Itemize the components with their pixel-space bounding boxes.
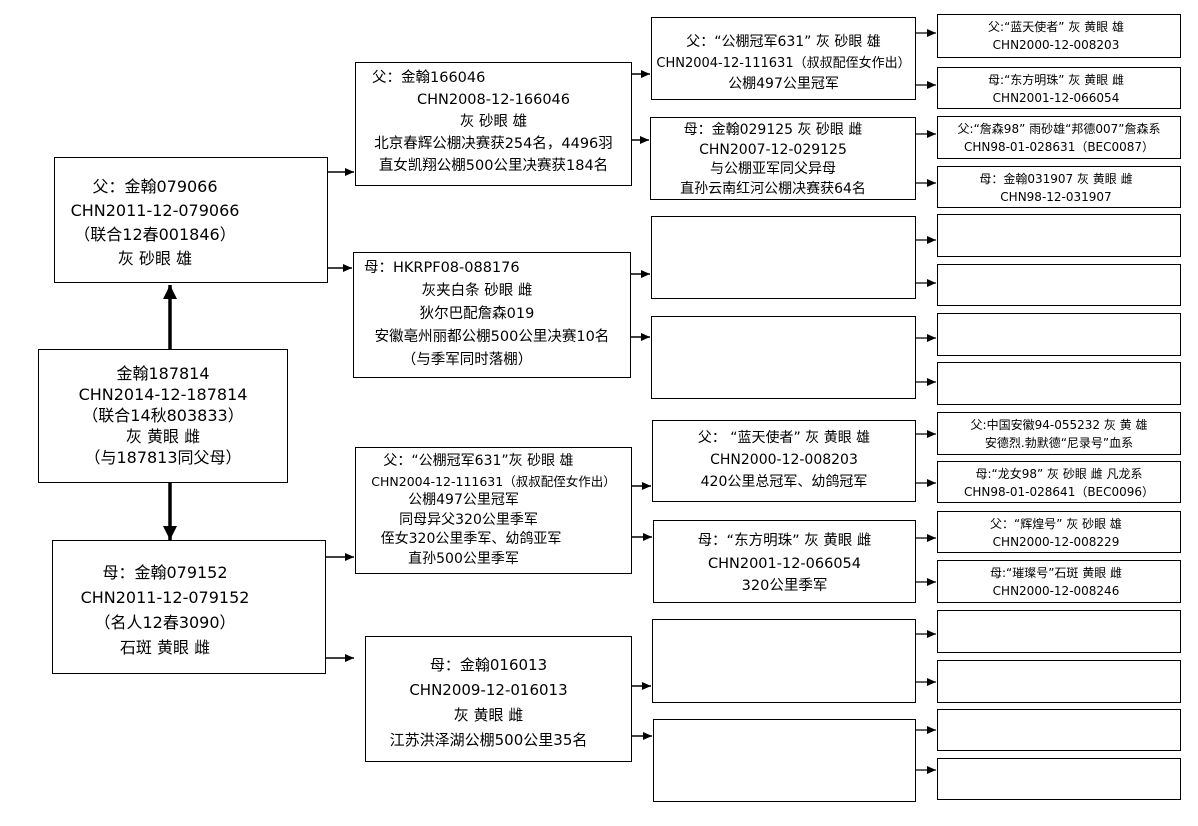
grandparent-line: 父：金翰166046: [372, 70, 486, 86]
great-grandparent-box: 父： “蓝天使者” 灰 黄眼 雄 CHN2000-12-008203 420公里…: [652, 420, 916, 502]
grandparent-line: 江苏洪泽湖公棚500公里35名: [389, 731, 588, 749]
ggp-line: CHN2000-12-008246: [992, 583, 1120, 598]
ggp-line: 父:“蓝天使者” 灰 黄眼 雄: [988, 20, 1124, 34]
ggp-line: CHN2000-12-008229: [992, 534, 1120, 549]
great-great-grandparent-box-empty: [937, 214, 1181, 257]
great-grandparent-box-empty: [653, 719, 916, 802]
grandparent-line: CHN2004-12-111631（叔叔配侄女作出）: [371, 473, 616, 489]
great-great-grandparent-box-empty: [937, 660, 1181, 703]
grandparent-line: 北京春辉公棚决赛获254名，4496羽: [374, 136, 613, 152]
grandparent-box-sire-sire: 父：金翰166046 CHN2008-12-166046 灰 砂眼 雄 北京春辉…: [355, 62, 632, 186]
dam-box: 母：金翰079152 CHN2011-12-079152 （名人12春3090）…: [52, 540, 326, 674]
ggp-line: 父：“辉煌号” 灰 砂眼 雄: [990, 517, 1122, 531]
great-great-grandparent-box-empty: [937, 709, 1181, 751]
ggp-line: 父:“詹森98” 雨砂雄“邦德007”詹森系: [957, 122, 1161, 136]
ggp-line: CHN2000-12-008203: [992, 37, 1120, 52]
grandparent-line: 母：HKRPF08-088176: [364, 260, 520, 276]
sire-box: 父：金翰079066 CHN2011-12-079066 （联合12春00184…: [54, 157, 328, 283]
great-great-grandparent-box-empty: [937, 264, 1181, 306]
great-great-grandparent-box-empty: [937, 362, 1181, 405]
ggp-line: CHN98-12-031907: [1000, 189, 1112, 204]
great-grandparent-line: 与公棚亚军同父异母: [710, 161, 836, 177]
ggp-line: 母:“龙女98” 灰 砂眼 雌 凡龙系: [975, 467, 1143, 481]
ggp-line: CHN2001-12-066054: [992, 90, 1120, 105]
subject-note: （与187813同父母）: [84, 448, 242, 467]
dam-line: 母：金翰079152: [102, 563, 228, 582]
great-grandparent-line: CHN2004-12-111631（叔叔配侄女作出）: [656, 56, 911, 71]
subject-ring-number: CHN2014-12-187814: [78, 385, 248, 404]
great-grandparent-box-empty: [652, 619, 916, 703]
grandparent-line: 直女凯翔公棚500公里决赛获184名: [378, 158, 609, 174]
great-grandparent-box: 母：“东方明珠” 灰 黄眼 雌 CHN2001-12-066054 320公里季…: [653, 520, 916, 603]
sire-line: 父：金翰079066: [92, 177, 218, 196]
grandparent-line: CHN2008-12-166046: [416, 92, 571, 108]
grandparent-line: 公棚497公里冠军: [408, 492, 519, 508]
great-grandparent-line: 直孙云南红河公棚决赛获64名: [680, 180, 866, 197]
grandparent-line: CHN2009-12-016013: [409, 681, 568, 699]
great-grandparent-line: 320公里季军: [741, 578, 828, 594]
grandparent-line: 直孙500公里季军: [408, 550, 519, 567]
great-great-grandparent-box: 父:“詹森98” 雨砂雄“邦德007”詹森系 CHN98-01-028631（B…: [937, 116, 1181, 159]
sire-line: （联合12春001846）: [74, 225, 236, 244]
great-grandparent-line: CHN2007-12-029125: [699, 141, 847, 158]
great-grandparent-line: 父：“公棚冠军631” 灰 砂眼 雄: [686, 34, 881, 50]
grandparent-line: 安徽亳州丽都公棚500公里决赛10名: [374, 329, 610, 345]
great-great-grandparent-box: 母:“璀璨号”石斑 黄眼 雌 CHN2000-12-008246: [937, 560, 1181, 603]
dam-line: CHN2011-12-079152: [80, 588, 250, 607]
great-great-grandparent-box-empty: [937, 313, 1181, 356]
great-grandparent-box: 父：“公棚冠军631” 灰 砂眼 雄 CHN2004-12-111631（叔叔配…: [651, 17, 916, 100]
grandparent-box-dam-dam: 母：金翰016013 CHN2009-12-016013 灰 黄眼 雌 江苏洪泽…: [365, 636, 632, 762]
grandparent-line: 灰夹白条 砂眼 雌: [421, 283, 533, 299]
subject-ring-name: 金翰187814: [116, 364, 210, 383]
great-grandparent-box-empty: [651, 216, 916, 299]
ggp-line: 母:“璀璨号”石斑 黄眼 雌: [989, 566, 1123, 580]
grandparent-line: 侄女320公里季军、幼鸽亚军: [380, 531, 562, 547]
great-great-grandparent-box-empty: [937, 610, 1181, 653]
ggp-line: CHN98-01-028631（BEC0087）: [963, 139, 1155, 154]
grandparent-line: 灰 砂眼 雄: [459, 114, 528, 130]
ggp-line: 母：金翰031907 灰 黄眼 雌: [979, 172, 1133, 186]
subject-race-entry: （联合14秋803833）: [82, 406, 244, 425]
subject-box: 金翰187814 CHN2014-12-187814 （联合14秋803833）…: [38, 349, 288, 483]
grandparent-line: 灰 黄眼 雌: [453, 706, 524, 724]
ggp-line: 母:“东方明珠” 灰 黄眼 雌: [988, 73, 1124, 87]
great-grandparent-line: 公棚497公里冠军: [728, 76, 839, 92]
ggp-line: 父:中国安徽94-055232 灰 黄 雄: [970, 418, 1148, 432]
great-great-grandparent-box-empty: [937, 758, 1181, 800]
great-great-grandparent-box: 父:“蓝天使者” 灰 黄眼 雄 CHN2000-12-008203: [937, 14, 1181, 58]
great-grandparent-line: 420公里总冠军、幼鸽冠军: [700, 474, 868, 490]
sire-line: CHN2011-12-079066: [70, 201, 240, 220]
great-grandparent-line: CHN2001-12-066054: [707, 555, 862, 572]
ggp-line: 安德烈.勃默德“尼录号”血系: [984, 435, 1134, 450]
grandparent-line: 同母异父320公里季军: [399, 511, 538, 528]
grandparent-line: 狄尔巴配詹森019: [419, 306, 535, 322]
great-grandparent-line: 父： “蓝天使者” 灰 黄眼 雄: [697, 430, 871, 446]
grandparent-box-dam-sire: 父：“公棚冠军631”灰 砂眼 雄 CHN2004-12-111631（叔叔配侄…: [355, 447, 632, 574]
great-grandparent-line: 母：金翰029125 灰 砂眼 雌: [683, 122, 863, 138]
grandparent-box-sire-dam: 母：HKRPF08-088176 灰夹白条 砂眼 雌 狄尔巴配詹森019 安徽亳…: [353, 252, 631, 378]
dam-line: 石斑 黄眼 雌: [119, 638, 211, 657]
great-great-grandparent-box: 母：金翰031907 灰 黄眼 雌 CHN98-12-031907: [937, 166, 1181, 208]
subject-traits: 灰 黄眼 雌: [125, 427, 201, 446]
sire-line: 灰 砂眼 雄: [117, 249, 193, 268]
dam-line: （名人12春3090）: [94, 613, 236, 632]
grandparent-line: 母：金翰016013: [429, 656, 548, 674]
great-grandparent-box-empty: [651, 316, 916, 399]
great-great-grandparent-box: 父:中国安徽94-055232 灰 黄 雄 安德烈.勃默德“尼录号”血系: [937, 412, 1181, 455]
great-great-grandparent-box: 母:“龙女98” 灰 砂眼 雌 凡龙系 CHN98-01-028641（BEC0…: [937, 461, 1181, 503]
great-grandparent-line: CHN2000-12-008203: [710, 452, 858, 468]
great-grandparent-line: 母：“东方明珠” 灰 黄眼 雌: [697, 533, 872, 549]
ggp-line: CHN98-01-028641（BEC0096）: [963, 484, 1155, 499]
great-great-grandparent-box: 父：“辉煌号” 灰 砂眼 雄 CHN2000-12-008229: [937, 511, 1181, 553]
grandparent-line: 父：“公棚冠军631”灰 砂眼 雄: [383, 453, 574, 469]
great-grandparent-box: 母：金翰029125 灰 砂眼 雌 CHN2007-12-029125 与公棚亚…: [650, 117, 916, 200]
grandparent-line: （与季军同时落棚）: [401, 352, 533, 368]
great-great-grandparent-box: 母:“东方明珠” 灰 黄眼 雌 CHN2001-12-066054: [937, 67, 1181, 109]
